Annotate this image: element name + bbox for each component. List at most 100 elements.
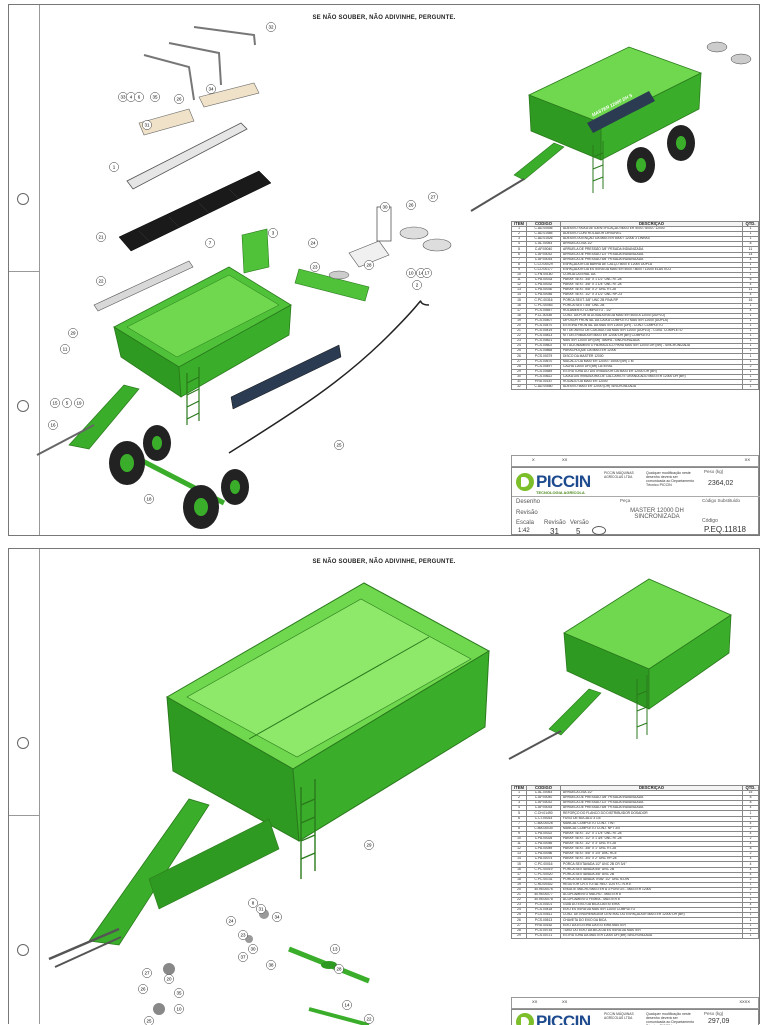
- item-number: 29: [510, 932, 528, 939]
- item-balloon: [226, 916, 236, 926]
- item-balloon-label: 22: [98, 279, 104, 284]
- item-balloon: [412, 280, 422, 290]
- version-number: 5: [576, 527, 581, 536]
- item-balloon-label: 32: [268, 25, 274, 30]
- item-balloon-label: 18: [146, 497, 152, 502]
- item-balloon-label: 25: [146, 1019, 152, 1024]
- drawbar: [68, 384, 140, 450]
- weight-value: 2364,02: [708, 480, 734, 487]
- revision-strip: X XX XX: [511, 455, 759, 467]
- item-balloon: [50, 398, 60, 408]
- punch-hole-icon: [17, 400, 29, 412]
- item-quantity: 1: [742, 383, 759, 391]
- item-balloon-label: 26: [176, 97, 182, 102]
- item-balloon-label: 13: [332, 947, 338, 952]
- hitch-tongue: [54, 936, 122, 968]
- item-balloon-label: 31: [258, 907, 264, 912]
- conveyor-belt: [118, 170, 272, 252]
- item-balloon-label: 33: [120, 95, 126, 100]
- title-block: PICCIN TECNOLOGIA AGRÍCOLA PICCIN MÁQUIN…: [511, 467, 760, 536]
- ladder: [186, 367, 200, 425]
- item-balloon-label: 34: [274, 915, 280, 920]
- item-balloon: [308, 238, 318, 248]
- item-balloon: [164, 974, 174, 984]
- item-balloon-label: 26: [408, 203, 414, 208]
- spreader-frame: [126, 122, 248, 190]
- hopper-frame: [165, 582, 491, 842]
- item-balloon-label: 26: [140, 987, 146, 992]
- item-number: 32: [510, 383, 528, 391]
- item-balloon: [174, 1004, 184, 1014]
- item-balloon-label: 8: [252, 901, 255, 906]
- item-balloon: [174, 94, 184, 104]
- item-balloon-label: 16: [50, 423, 56, 428]
- item-balloon: [334, 964, 344, 974]
- item-balloon-label: 30: [382, 205, 388, 210]
- item-balloon-label: 25: [336, 443, 342, 448]
- drawing-code: P.EQ.11818: [704, 525, 746, 534]
- item-balloon-label: 3: [272, 231, 275, 236]
- scale-label: Escala: [516, 520, 535, 526]
- item-balloon: [310, 262, 320, 272]
- scale-value: 1:42: [518, 528, 530, 534]
- item-balloon-label: 38: [268, 963, 274, 968]
- item-description: ESTRUTURA DA MASTER 12000 DH (BR) SINCRO…: [560, 932, 743, 939]
- item-balloon: [134, 92, 144, 102]
- item-balloon: [364, 840, 374, 850]
- item-balloon-label: 31: [144, 123, 150, 128]
- item-balloon-label: 2: [416, 283, 419, 288]
- cover-plate: [138, 108, 195, 136]
- revision-label: Revisão: [516, 510, 538, 516]
- item-balloon-label: 30: [250, 947, 256, 952]
- projection-symbol-icon: [592, 526, 606, 535]
- item-balloon-label: 23: [240, 933, 246, 938]
- item-balloon: [62, 398, 72, 408]
- punch-hole-icon: [17, 944, 29, 956]
- replaced-code-label: Código Substituído: [702, 498, 741, 503]
- piccin-logo-icon: [516, 1013, 534, 1025]
- item-balloon: [96, 232, 106, 242]
- ladder: [300, 779, 316, 879]
- company-name: PICCIN MÁQUINAS AGRÍCOLAS LTDA: [604, 1012, 634, 1020]
- item-balloon: [380, 202, 390, 212]
- item-balloon: [68, 328, 78, 338]
- item-balloon: [334, 440, 344, 450]
- item-balloon: [422, 268, 432, 278]
- item-balloon: [406, 200, 416, 210]
- weight-label: Peso (kg): [704, 469, 724, 474]
- item-balloon: [238, 930, 248, 940]
- spreader-disc-group: [294, 206, 452, 302]
- item-balloon-label: 24: [228, 919, 234, 924]
- top-rails: [143, 26, 256, 101]
- item-balloon-label: 19: [76, 401, 82, 406]
- item-balloon-label: 27: [144, 971, 150, 976]
- item-balloon-label: 5: [66, 401, 69, 406]
- item-quantity: 1: [742, 932, 759, 939]
- side-board: [93, 260, 194, 312]
- warning-note: SE NÃO SOUBER, NÃO ADIVINHE, PERGUNTE.: [312, 559, 456, 565]
- item-balloon: [109, 162, 119, 172]
- item-balloon-label: 29: [366, 843, 372, 848]
- item-balloon: [248, 944, 258, 954]
- revision-approval: XX: [562, 457, 568, 462]
- item-code: C.AD.00680: [526, 383, 562, 391]
- drive-shaft-parts: [153, 909, 370, 1025]
- item-balloon-label: 24: [310, 241, 316, 246]
- item-balloon-label: 15: [52, 401, 58, 406]
- item-balloon: [272, 912, 282, 922]
- item-balloon: [174, 988, 184, 998]
- version-label: Versão: [570, 520, 589, 526]
- binding-margin: [9, 5, 40, 535]
- binding-margin: [9, 549, 40, 1024]
- item-balloon: [144, 494, 154, 504]
- item-balloon-label: 6: [138, 95, 141, 100]
- item-balloon: [60, 344, 70, 354]
- item-balloon: [48, 420, 58, 430]
- revision-number: 31: [550, 527, 559, 536]
- revision-mark: XX: [532, 999, 538, 1004]
